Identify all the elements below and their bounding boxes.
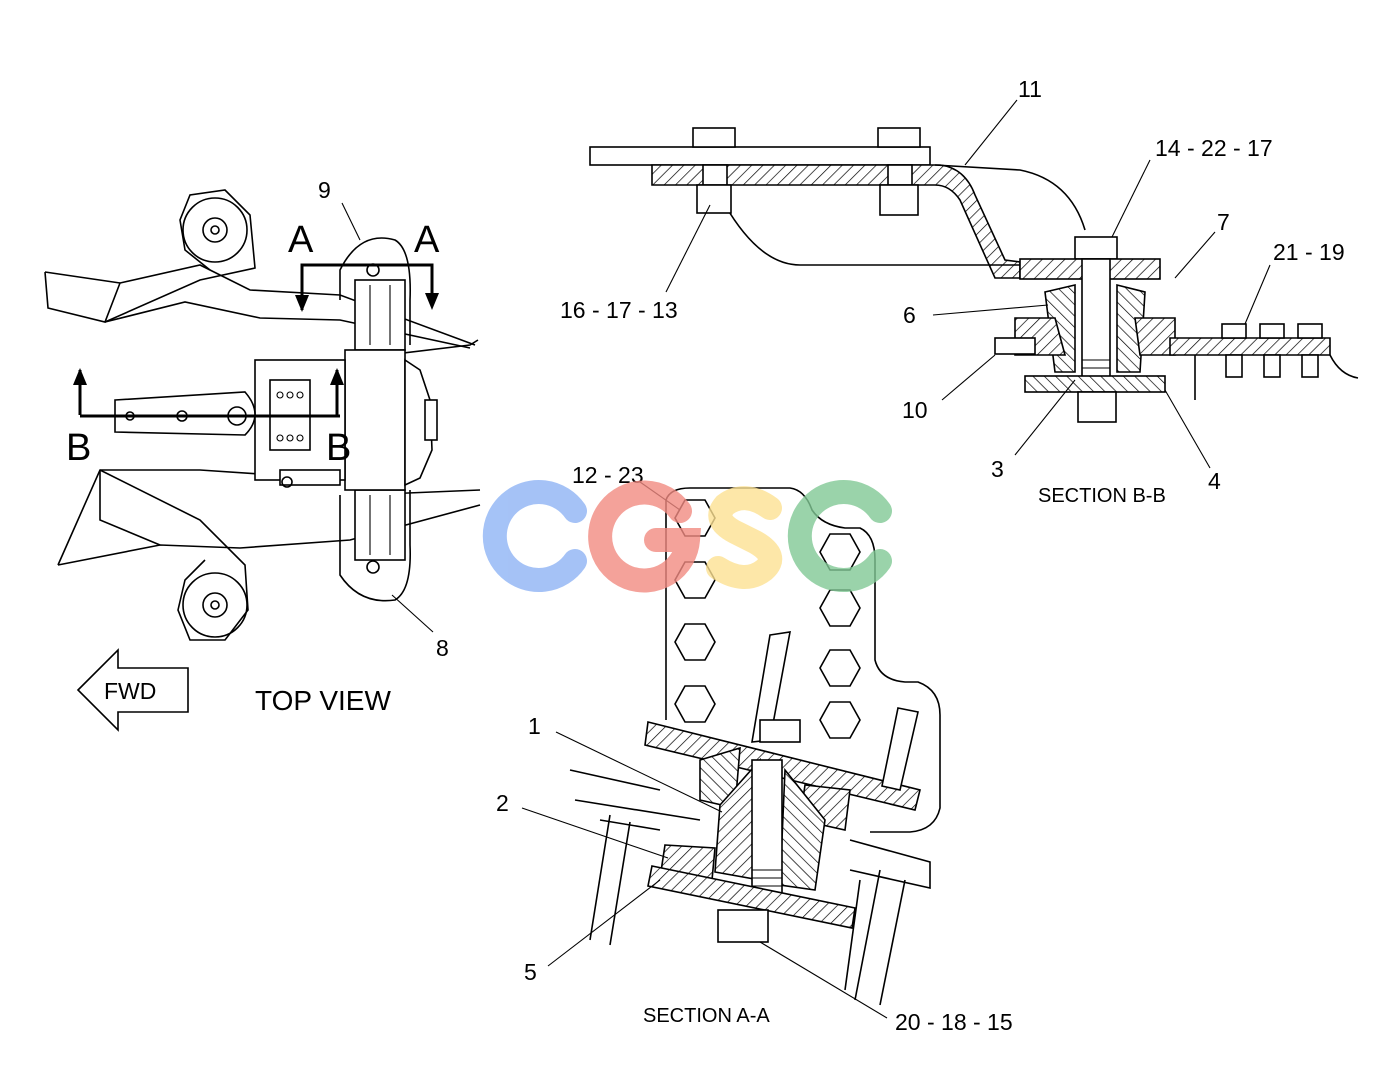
callout-7: 7 — [1217, 209, 1230, 235]
callout-20-18-15: 20 - 18 - 15 — [895, 1009, 1013, 1035]
section-bb-drawing — [589, 99, 1359, 469]
callout-3: 3 — [991, 456, 1004, 482]
watermark-letter-c1 — [482, 480, 587, 592]
callout-2: 2 — [496, 790, 509, 816]
callout-5: 5 — [524, 959, 537, 985]
callout-16-17-13: 16 - 17 - 13 — [560, 297, 678, 323]
watermark-letter-g — [588, 480, 702, 593]
callout-21-19: 21 - 19 — [1273, 239, 1345, 265]
top-view-title: TOP VIEW — [255, 685, 391, 716]
callout-9: 9 — [318, 177, 331, 203]
callout-11: 11 — [1018, 76, 1042, 102]
section-aa-drawing — [521, 481, 941, 1019]
cut-mark-b-right: B — [326, 427, 351, 469]
watermark-logo — [482, 480, 892, 593]
cut-mark-b-left: B — [66, 427, 91, 469]
callout-10: 10 — [902, 397, 928, 423]
callout-4: 4 — [1208, 468, 1221, 494]
watermark-letter-c2 — [787, 480, 892, 592]
cut-mark-a-left: A — [288, 219, 314, 261]
callout-1: 1 — [528, 713, 541, 739]
top-view — [44, 189, 481, 732]
fwd-arrow-label: FWD — [104, 678, 156, 704]
section-bb-title: SECTION B-B — [1038, 485, 1166, 507]
callout-8: 8 — [436, 635, 449, 661]
callout-6: 6 — [903, 302, 916, 328]
cut-mark-a-right: A — [414, 219, 440, 261]
section-aa-title: SECTION A-A — [643, 1005, 770, 1027]
callout-14-22-17: 14 - 22 - 17 — [1155, 135, 1273, 161]
hex-holes — [674, 499, 861, 739]
watermark-letter-s — [706, 486, 783, 589]
